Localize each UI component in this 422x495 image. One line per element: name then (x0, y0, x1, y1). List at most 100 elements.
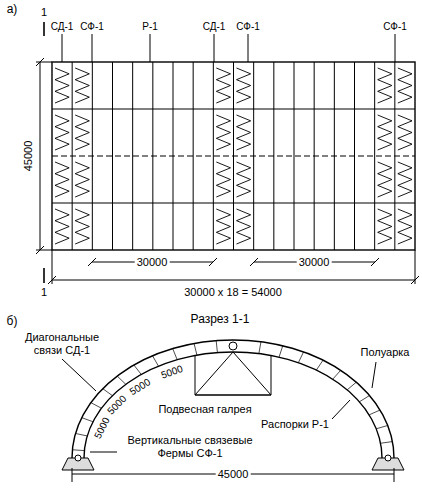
truss-strut (369, 410, 380, 415)
truss-strut (103, 389, 113, 396)
section-title: Разрез 1-1 (191, 313, 250, 327)
truss-zigzag (75, 68, 89, 103)
strut-mark: Р-1 (142, 21, 158, 33)
truss-strut (216, 341, 217, 353)
callout-text: Распорки Р-1 (261, 418, 329, 431)
leader-line (395, 34, 396, 62)
plan-outline (52, 62, 415, 250)
dimension: 30000 x 18 = 54000 (184, 286, 282, 299)
dimension: 5000 (105, 393, 129, 417)
truss-zigzag (75, 209, 89, 244)
part-letter: а) (7, 3, 18, 17)
grid-line (193, 62, 194, 250)
dimension: 45000 (22, 141, 35, 172)
truss-zigzag (398, 209, 412, 244)
truss-zigzag (216, 68, 230, 103)
extension-line (36, 62, 52, 63)
grid-line (92, 62, 93, 250)
grid-line (354, 62, 355, 250)
truss-zigzag (398, 115, 412, 150)
extension-line (52, 250, 53, 284)
dimension-line (52, 280, 415, 281)
part-letter: б) (7, 315, 18, 329)
grid-line (213, 62, 214, 250)
grid-line (374, 62, 375, 250)
truss-mark: СФ-1 (236, 21, 260, 33)
extension-line (36, 250, 52, 251)
truss-strut (259, 342, 261, 354)
callout-text: Подвесная галрея (158, 403, 251, 416)
dimension-tick (394, 468, 395, 482)
gallery-hanger (195, 356, 196, 395)
truss-zigzag (216, 209, 230, 244)
gallery-hanger (195, 352, 233, 395)
grid-line (112, 62, 113, 250)
truss-zigzag (216, 162, 230, 197)
gallery-hanger (233, 352, 271, 395)
apex-hinge (229, 342, 237, 350)
truss-strut (347, 382, 356, 390)
truss-strut (298, 352, 303, 363)
truss-strut (333, 370, 341, 379)
grid-line (294, 62, 295, 250)
grid-line (394, 62, 395, 250)
truss-strut (381, 442, 393, 444)
truss-zigzag (55, 209, 69, 244)
grid-line (273, 62, 274, 250)
dimension: 5000 (160, 363, 185, 381)
truss-zigzag (237, 115, 251, 150)
truss-strut (117, 376, 126, 384)
bracing-mark: СД-1 (203, 21, 226, 33)
dimension-tick (88, 258, 96, 266)
truss-strut (153, 356, 159, 366)
grid-line (253, 62, 254, 250)
section-view (62, 340, 404, 482)
grid-line (233, 62, 234, 250)
truss-zigzag (55, 162, 69, 197)
truss-zigzag (75, 162, 89, 197)
truss-zigzag (378, 68, 392, 103)
gallery-beam (195, 394, 271, 395)
callout-text: Диагональные связи СД-1 (17, 331, 107, 356)
truss-strut (194, 344, 197, 356)
bracing-mark: СД-1 (51, 21, 74, 33)
leader-line (332, 400, 350, 419)
truss-strut (316, 360, 323, 370)
truss-strut (91, 403, 102, 409)
truss-strut (279, 346, 283, 357)
leader-line (372, 362, 376, 388)
truss-zigzag (216, 115, 230, 150)
leader-line (150, 34, 151, 62)
dimension: 5000 (92, 415, 112, 440)
grid-line (72, 62, 73, 250)
dimension: 45000 (216, 468, 251, 481)
truss-strut (173, 349, 177, 360)
grid-line (132, 62, 133, 250)
leader-line (214, 34, 215, 62)
leader-line (90, 452, 117, 453)
section-mark (43, 268, 45, 283)
truss-zigzag (75, 115, 89, 150)
dimension-line (40, 62, 41, 250)
dimension-tick (250, 258, 258, 266)
truss-strut (82, 418, 93, 422)
support-hinge (385, 455, 391, 461)
truss-strut (376, 425, 388, 428)
truss-zigzags (55, 68, 412, 244)
truss-zigzag (378, 209, 392, 244)
grid-line (314, 62, 315, 250)
dimension-tick (209, 258, 217, 266)
truss-mark: СФ-1 (80, 21, 104, 33)
truss-zigzag (55, 115, 69, 150)
dimension-tick (371, 258, 379, 266)
truss-zigzag (398, 162, 412, 197)
truss-zigzag (378, 162, 392, 197)
grid-lines (72, 62, 395, 250)
truss-strut (359, 395, 369, 401)
grid-line (152, 62, 153, 250)
truss-zigzag (378, 115, 392, 150)
plan-view (36, 22, 419, 284)
truss-strut (134, 365, 141, 374)
